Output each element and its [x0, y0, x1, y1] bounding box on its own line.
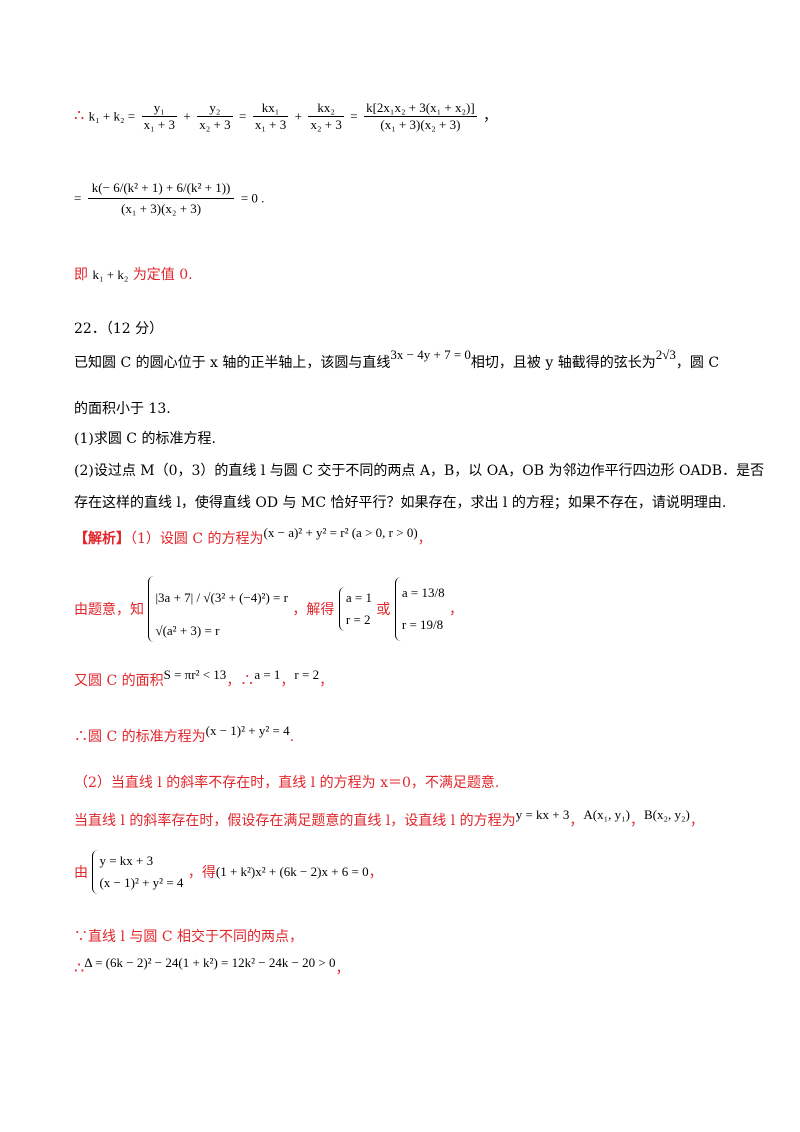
solution-line-1: 【解析】（1）设圆 C 的方程为(x − a)² + y² = r² (a > …	[74, 525, 432, 547]
question-number: 22．（12 分）	[74, 321, 164, 337]
question-text-2: 的面积小于 13.	[74, 401, 171, 417]
question-text-1: 已知圆 C 的圆心位于 x 轴的正半轴上，该圆与直线3x − 4y + 7 = …	[74, 347, 720, 371]
math-lhs: k₁ + k₂ =	[88, 108, 136, 124]
question-part-2-line-2: 存在这样的直线 l，使得直线 OD 与 MC 恰好平行？如果存在，求出 l 的方…	[74, 495, 727, 511]
solution-set-2: a = 13/8 r = 19/8	[394, 577, 445, 641]
solution-line-6: 当直线 l 的斜率存在时，假设存在满足题意的直线 l，设直线 l 的方程为y =…	[74, 807, 704, 829]
solution-line-5: （2）当直线 l 的斜率不存在时，直线 l 的方程为 x＝0，不满足题意.	[74, 775, 500, 791]
solution-line-3: 又圆 C 的面积S = πr² < 13，∴a = 1，r = 2，	[74, 667, 334, 689]
solution-line-2: 由题意，知 |3a + 7| / √(3² + (−4)²) = r √(a² …	[74, 576, 463, 642]
solution-line-4: ∴圆 C 的标准方程为(x − 1)² + y² = 4.	[74, 723, 295, 745]
therefore-symbol: ∴	[74, 105, 85, 125]
equation-line-2: = k(− 6/(k² + 1) + 6/(k² + 1))(x₁ + 3)(x…	[74, 178, 264, 219]
equation-system: |3a + 7| / √(3² + (−4)²) = r √(a² + 3) =…	[148, 576, 288, 642]
solution-line-8: ∵直线 l 与圆 C 相交于不同的两点，	[74, 929, 303, 945]
question-part-1: (1)求圆 C 的标准方程.	[74, 431, 216, 447]
fraction: k(− 6/(k² + 1) + 6/(k² + 1))(x₁ + 3)(x₂ …	[87, 178, 235, 219]
solution-tag: 【解析】	[74, 531, 130, 547]
conclusion-line: 即 k₁ + k₂ 为定值 0.	[74, 267, 193, 283]
question-part-2-line-1: (2)设过点 M（0，3）的直线 l 与圆 C 交于不同的两点 A，B，以 OA…	[74, 463, 765, 479]
equation-system: y = kx + 3 (x − 1)² + y² = 4	[92, 850, 183, 894]
fraction: k[2x₁x₂ + 3(x₁ + x₂)](x₁ + 3)(x₂ + 3)	[364, 100, 477, 132]
solution-set-1: a = 1 r = 2	[338, 587, 372, 631]
solution-line-9: ∴Δ = (6k − 2)² − 24(1 + k²) = 12k² − 24k…	[74, 955, 350, 977]
solution-line-7: 由 y = kx + 3 (x − 1)² + y² = 4 ，得(1 + k²…	[74, 850, 383, 894]
